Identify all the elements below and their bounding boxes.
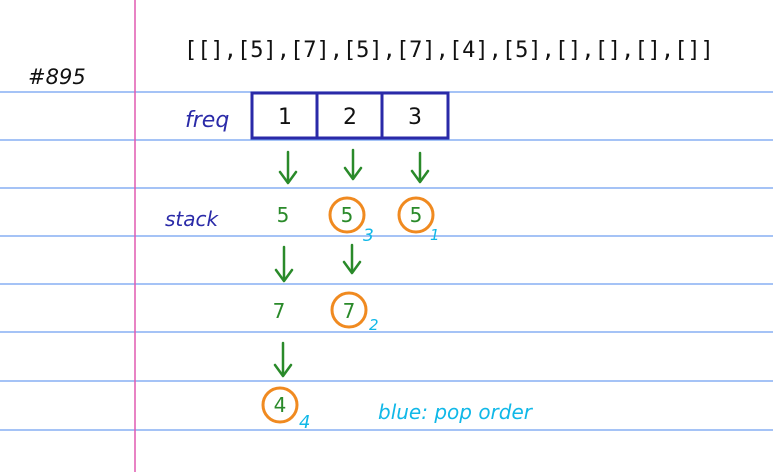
stack-f1-row1: 5 <box>277 203 290 227</box>
freq-cell-3-label: 3 <box>408 105 422 130</box>
arrow-f1-row1-to-row2 <box>274 245 294 283</box>
stack-f1-row2: 7 <box>273 299 286 323</box>
arrow-f2-row1-to-row2 <box>342 243 362 275</box>
freq-cell-2-label: 2 <box>343 105 357 130</box>
arrow-freq1-down <box>278 150 298 185</box>
problem-number: #895 <box>28 65 86 89</box>
freq-label: freq <box>185 108 229 133</box>
freq-array: 1 2 3 <box>250 91 450 140</box>
input-sequence: [[],[5],[7],[5],[7],[4],[5],[],[],[],[]] <box>184 38 714 63</box>
stack-f2-row2: 7 <box>343 299 356 323</box>
circle-f3-row1 <box>397 196 435 234</box>
freq-cell-1-label: 1 <box>278 105 292 130</box>
pop-order-f1-row3: 4 <box>299 412 310 433</box>
stack-label: stack <box>165 207 220 231</box>
arrows <box>273 148 430 378</box>
arrow-freq2-down <box>343 148 363 181</box>
pop-order-f2-row2: 2 <box>369 316 379 334</box>
ruled-lines <box>0 91 773 431</box>
pop-circles <box>261 196 435 424</box>
pop-order-numbers: 1 2 3 4 <box>299 226 440 433</box>
circle-f1-row3 <box>261 386 299 424</box>
legend-text: blue: pop order <box>378 400 534 424</box>
stack-f1-row3: 4 <box>274 393 287 417</box>
circle-f2-row1 <box>328 196 366 234</box>
pop-order-f3-row1: 1 <box>430 226 440 244</box>
freq-cell-3-box <box>380 91 450 140</box>
pop-order-f2-row1: 3 <box>363 226 374 246</box>
arrow-f1-row2-to-row3 <box>273 341 293 378</box>
arrow-freq3-down <box>410 151 430 184</box>
stack-f3-row1: 5 <box>410 203 423 227</box>
stack-f2-row1: 5 <box>341 203 354 227</box>
circle-f2-row2 <box>330 291 368 329</box>
stack-values: 5 5 5 7 7 4 <box>273 203 423 417</box>
